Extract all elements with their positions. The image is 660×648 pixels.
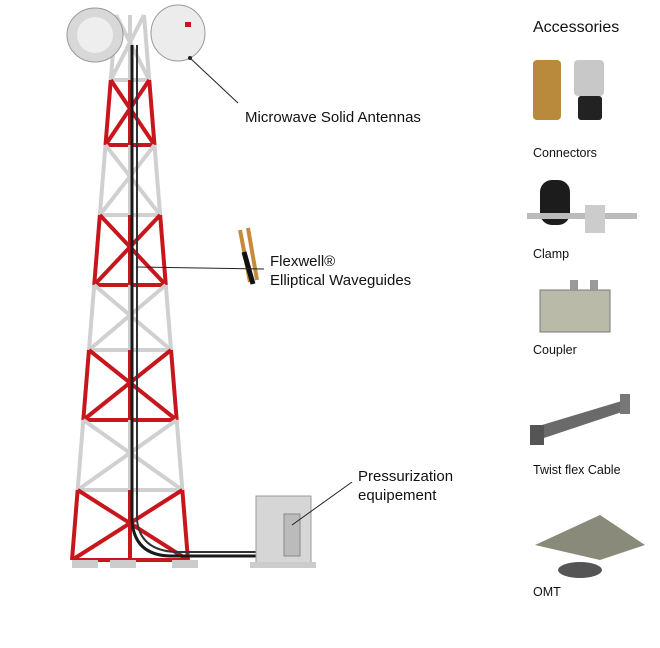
tower-section [86,283,174,352]
accessory-label-twist-flex-cable: Twist flex Cable [533,463,621,477]
microwave-antenna-left [66,7,124,63]
connectors-image [533,60,604,120]
pressurization-label-line2: equipement [358,487,437,504]
accessory-label-clamp: Clamp [533,247,570,261]
waveguide-sample-icon [238,227,259,285]
tower-section [92,213,168,287]
callout-line-waveguides [136,266,265,270]
tower-footing [110,560,136,568]
coupler-image [539,280,611,333]
callout-line-pressurization [291,481,353,526]
waveguides-label-line2: Elliptical Waveguides [270,272,412,289]
pressurization-label-line1: Pressurization [358,468,454,485]
tower-section [97,143,163,217]
antennas-label: Microwave Solid Antennas [245,109,421,126]
tower-section [103,78,157,147]
tower-footing [72,560,98,568]
accessory-label-connectors: Connectors [533,146,597,160]
accessory-label-omt: OMT [533,585,561,599]
lattice-tower [70,14,198,568]
waveguides-label-line1: Flexwell® [270,253,336,270]
omt-image [535,515,645,578]
tower-section [75,418,185,492]
callout-line-antennas [189,57,239,104]
tower-section [81,348,179,422]
accessory-label-coupler: Coupler [533,343,577,357]
microwave-antenna-right [150,4,206,62]
waveguide-cable [130,45,258,558]
twist-flex-cable-image [530,394,630,445]
tower-footing [172,560,198,568]
clamp-image [527,180,637,233]
waveguide-cable [136,45,258,553]
tower-section [70,488,190,562]
accessories-title: Accessories [533,19,620,36]
pressurization-cabinet [250,495,316,568]
